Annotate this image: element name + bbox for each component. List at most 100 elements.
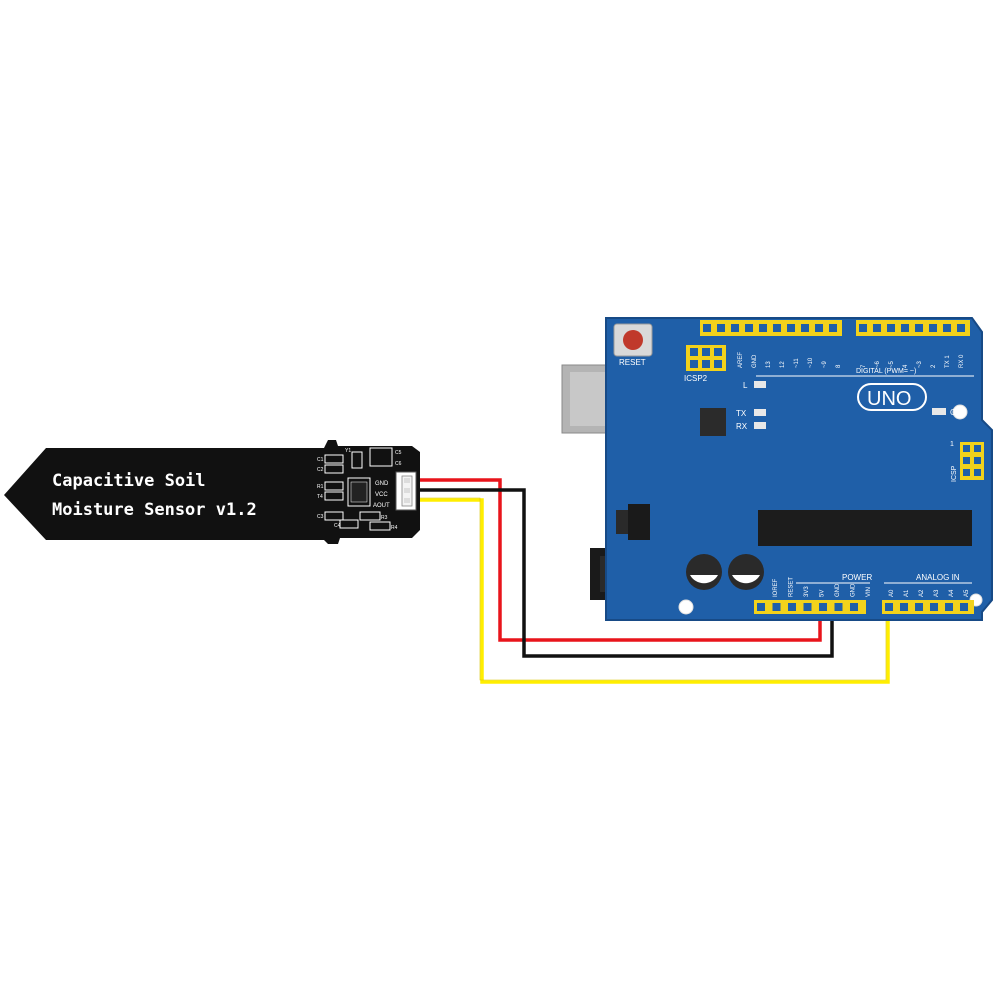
- svg-text:C2: C2: [317, 467, 324, 473]
- header-pin-hole: [929, 324, 937, 332]
- header-pin-hole: [801, 324, 809, 332]
- digital-header-left: [700, 320, 842, 336]
- digital-header-right: [856, 320, 970, 336]
- analog-header: [882, 600, 974, 614]
- header-pin-hole: [815, 324, 823, 332]
- pin-label: AREF: [738, 352, 744, 368]
- reset-button[interactable]: [613, 323, 653, 357]
- header-pin-hole: [773, 324, 781, 332]
- sensor-pcb: [4, 440, 420, 544]
- svg-text:VCC: VCC: [375, 492, 388, 498]
- pin-label: A4: [949, 589, 955, 597]
- pin-label: 5V: [820, 590, 826, 597]
- pin-label: GND: [752, 354, 758, 368]
- analog-label: ANALOG IN: [916, 573, 960, 582]
- icsp2-label: ICSP2: [684, 374, 708, 383]
- svg-text:AOUT: AOUT: [373, 503, 390, 509]
- sensor-pin-labels: GND VCC AOUT: [373, 481, 390, 509]
- pin-label: ~11: [794, 358, 800, 368]
- led-rx-label: RX: [736, 422, 748, 431]
- icsp-label: ICSP: [951, 465, 958, 482]
- sensor-components: [324, 447, 393, 531]
- voltage-regulator: [616, 504, 650, 540]
- wires: [412, 478, 890, 684]
- sensor-component-labels: C1 C2 R1 T4 C3 C4 R3 R4 C5 C6 Y1: [317, 448, 402, 531]
- led-tx-label: TX: [736, 409, 747, 418]
- pin-label: ~9: [822, 360, 828, 368]
- svg-text:C4: C4: [334, 523, 341, 529]
- svg-text:C3: C3: [317, 514, 324, 520]
- icsp-pin1: 1: [950, 441, 954, 448]
- svg-text:R3: R3: [381, 515, 388, 521]
- pin-label: TX 1: [945, 355, 951, 368]
- reset-label: RESET: [619, 358, 646, 367]
- pin-label: ~10: [808, 357, 814, 368]
- power-pin-labels: IOREF RESET 3V3 5V GND GND VIN: [773, 577, 872, 597]
- header-pin-hole: [787, 324, 795, 332]
- pin-label: VIN: [866, 587, 872, 597]
- pin-label: A0: [889, 589, 895, 597]
- led-l: [754, 381, 766, 388]
- header-pin-hole: [960, 603, 968, 611]
- led-tx: [754, 409, 766, 416]
- header-pin-hole: [850, 603, 858, 611]
- header-pin-hole: [901, 324, 909, 332]
- svg-text:T4: T4: [317, 494, 323, 500]
- capacitors: [686, 554, 764, 590]
- header-pin-hole: [900, 603, 908, 611]
- svg-text:C5: C5: [395, 450, 402, 456]
- power-label: POWER: [842, 573, 872, 582]
- header-pin-hole: [757, 603, 765, 611]
- sensor-title-line1: Capacitive Soil: [52, 471, 206, 491]
- led-on: [932, 408, 946, 415]
- header-pin-hole: [717, 324, 725, 332]
- pin-label: A1: [904, 589, 910, 597]
- sensor-chip: [350, 481, 368, 503]
- header-pin-hole: [772, 603, 781, 611]
- pin-label: RESET: [789, 577, 795, 597]
- svg-text:C6: C6: [395, 461, 402, 467]
- header-pin-hole: [745, 324, 753, 332]
- gnd-wire: [412, 488, 834, 658]
- header-pin-hole: [834, 603, 843, 611]
- pin-label: 12: [780, 361, 786, 368]
- pin-label: GND: [835, 583, 841, 597]
- pin-label: IOREF: [773, 578, 779, 597]
- header-pin-hole: [957, 324, 965, 332]
- sensor-title-line2: Moisture Sensor v1.2: [52, 500, 257, 520]
- svg-text:UNO: UNO: [867, 388, 911, 410]
- signal-wire: [412, 498, 890, 684]
- icsp2-header: [686, 345, 726, 371]
- signal-wire-outline: [412, 497, 887, 681]
- header-pin-hole: [829, 324, 837, 332]
- pin-label: 7: [861, 364, 867, 368]
- pin-label: A5: [964, 589, 970, 597]
- header-pin-hole: [759, 324, 767, 332]
- svg-text:GND: GND: [375, 481, 389, 487]
- header-pin-hole: [887, 324, 895, 332]
- soil-moisture-sensor: Capacitive Soil Moisture Sensor v1.2 C1 …: [4, 440, 420, 544]
- power-header: [754, 600, 866, 614]
- pin-label: 13: [766, 361, 772, 368]
- header-pin-hole: [945, 603, 953, 611]
- pin-label: 2: [931, 364, 937, 368]
- svg-text:R4: R4: [391, 525, 398, 531]
- pin-label: ~3: [917, 360, 923, 368]
- header-pin-hole: [885, 603, 893, 611]
- header-pin-hole: [915, 603, 923, 611]
- pin-label: 3V3: [804, 586, 810, 597]
- uno-logo: UNO: [857, 383, 927, 411]
- pin-label: GND: [851, 583, 857, 597]
- pin-label: A3: [934, 589, 940, 597]
- usb-chip: [700, 408, 726, 436]
- vcc-wire: [412, 478, 822, 642]
- header-pin-hole: [819, 603, 827, 611]
- header-pin-hole: [873, 324, 881, 332]
- pin-label: RX 0: [959, 354, 965, 368]
- pin-label: A2: [919, 589, 925, 597]
- pin-label: ~5: [889, 360, 895, 368]
